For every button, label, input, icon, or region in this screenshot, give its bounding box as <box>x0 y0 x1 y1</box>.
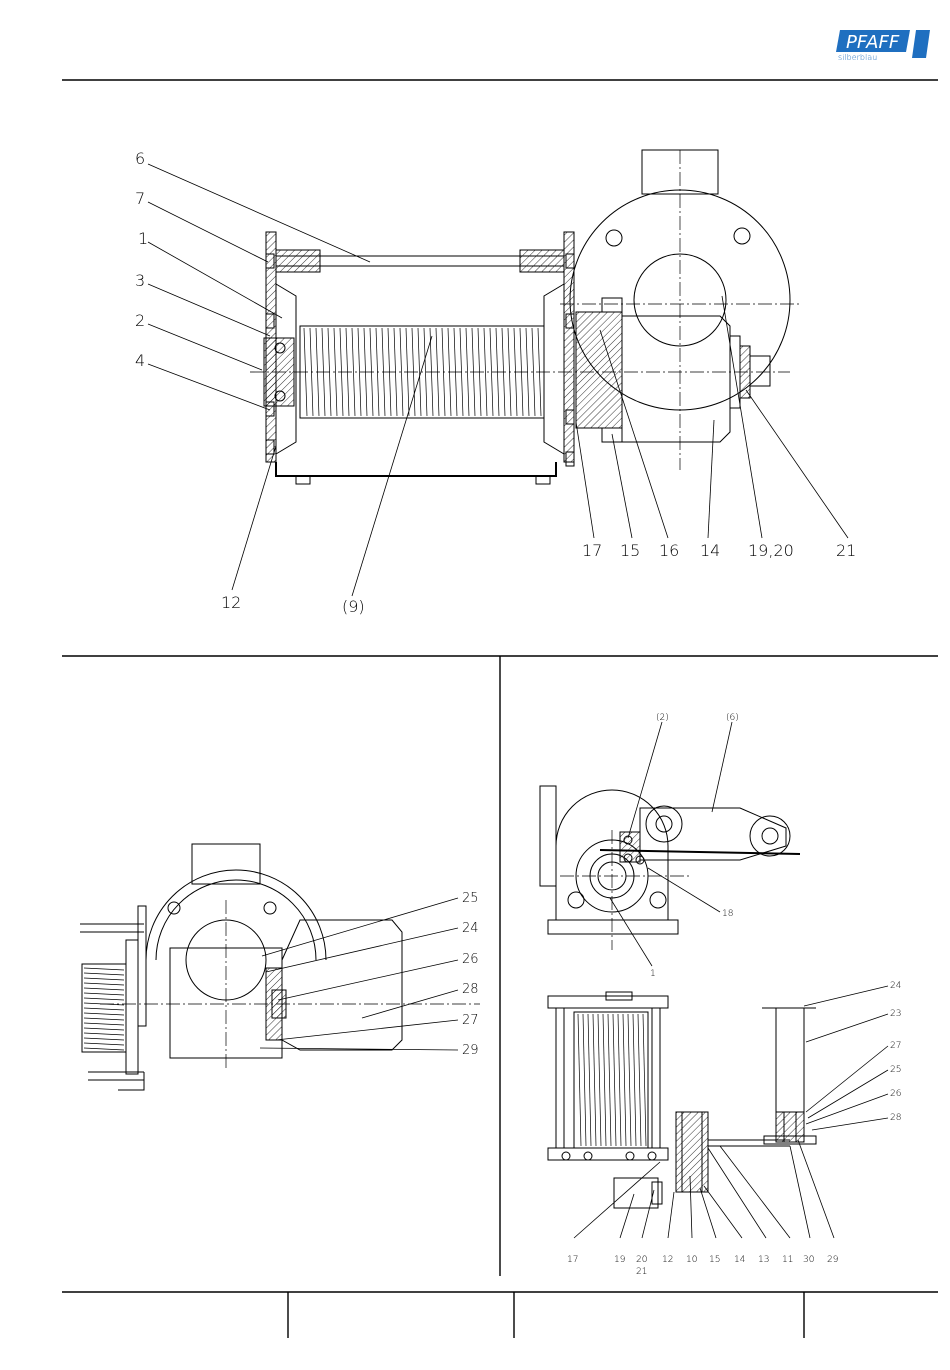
callout-12-r: 12 <box>662 1255 673 1265</box>
callout-1: 1 <box>138 229 148 248</box>
callout-17: 17 <box>582 541 602 560</box>
callout-20-r: 20 <box>636 1255 647 1265</box>
callout-27-r: 27 <box>890 1041 901 1051</box>
callout-4: 4 <box>135 351 145 370</box>
callout-11-r: 11 <box>782 1255 793 1265</box>
right-lower-callouts: 24 23 27 25 26 28 17 19 20 21 12 10 15 1… <box>567 981 901 1277</box>
callout-15-r: 15 <box>709 1255 720 1265</box>
callout-10-r: 10 <box>686 1255 697 1265</box>
callout-2-paren: (2) <box>656 713 669 723</box>
callout-7: 7 <box>135 189 145 208</box>
callout-28: 28 <box>462 982 479 997</box>
main-winch-section-drawing <box>250 150 800 484</box>
callout-13-r: 13 <box>758 1255 769 1265</box>
left-gearbox-detail-drawing <box>80 844 480 1090</box>
callout-25-r: 25 <box>890 1065 901 1075</box>
callout-29: 29 <box>462 1043 479 1058</box>
left-figure-leader-lines <box>260 898 458 1050</box>
callout-21-r: 21 <box>636 1267 647 1277</box>
callout-17-r: 17 <box>567 1255 578 1265</box>
right-top-view-drawing <box>540 786 800 950</box>
right-lower-leader-lines <box>574 986 888 1238</box>
callout-26: 26 <box>462 952 479 967</box>
callout-24: 24 <box>462 921 479 936</box>
callout-28-r: 28 <box>890 1113 901 1123</box>
callout-2: 2 <box>135 311 145 330</box>
callout-6: 6 <box>135 149 145 168</box>
callout-19-r: 19 <box>614 1255 625 1265</box>
callout-23-r: 23 <box>890 1009 901 1019</box>
callout-1-top: 1 <box>650 969 656 979</box>
callout-21: 21 <box>836 541 856 560</box>
callout-29-r: 29 <box>827 1255 838 1265</box>
callout-14-r: 14 <box>734 1255 745 1265</box>
callout-25: 25 <box>462 891 479 906</box>
left-figure-callouts: 25 24 26 28 27 29 <box>462 891 479 1058</box>
right-section-drawing <box>548 992 816 1208</box>
callout-18: 18 <box>722 909 733 919</box>
callout-16: 16 <box>659 541 679 560</box>
callout-15: 15 <box>620 541 640 560</box>
frame-lines <box>62 80 938 1338</box>
callout-9: (9) <box>342 597 365 616</box>
callout-26-r: 26 <box>890 1089 901 1099</box>
callout-14: 14 <box>700 541 720 560</box>
callout-6-paren: (6) <box>726 713 739 723</box>
callout-30-r: 30 <box>803 1255 814 1265</box>
callout-19-20: 19,20 <box>748 541 794 560</box>
callout-12: 12 <box>221 593 241 612</box>
callout-3: 3 <box>135 271 145 290</box>
callout-27: 27 <box>462 1013 479 1028</box>
callout-24-r: 24 <box>890 981 901 991</box>
